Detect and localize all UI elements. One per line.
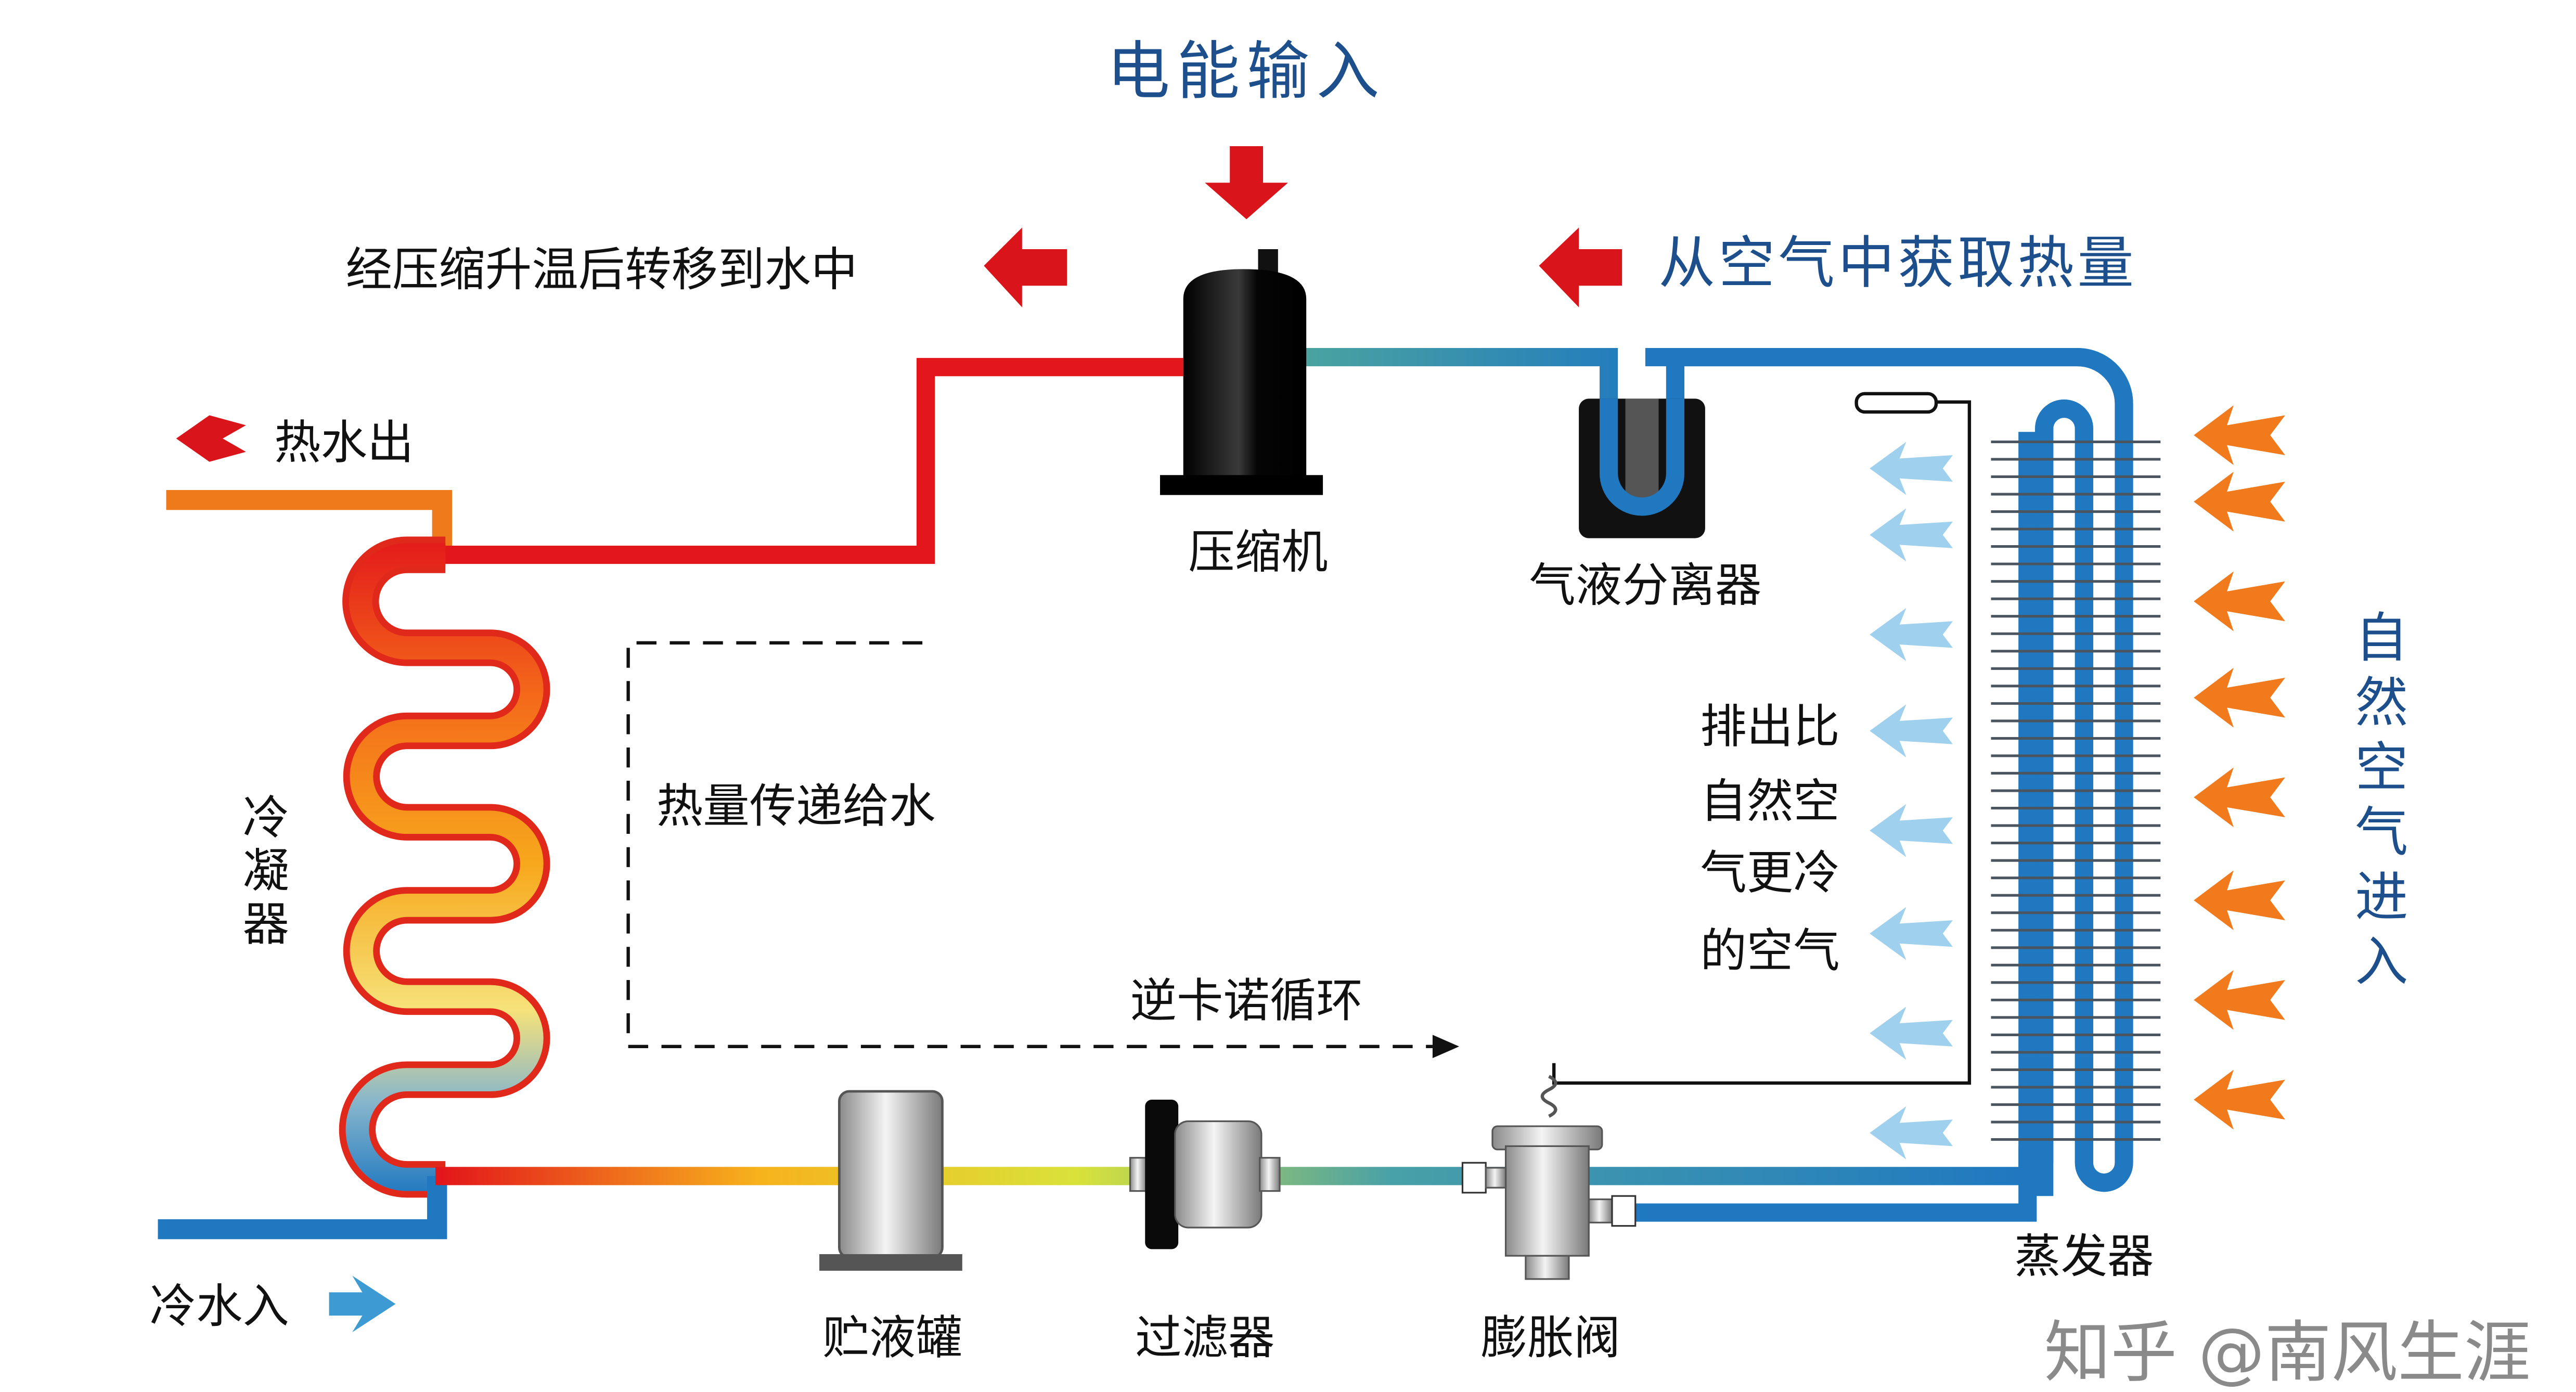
label-condenser: 凝 (242, 844, 289, 898)
filter (1129, 1099, 1281, 1249)
label-air-in: 然 (2355, 672, 2408, 734)
air-in-arrow-icon (2194, 970, 2285, 1030)
label-compress-to-water: 经压缩升温后转移到水中 (346, 243, 858, 297)
cold-air-arrow-icon (1870, 508, 1953, 562)
page-title: 电能输入 (1107, 34, 1386, 108)
cold-air-arrows (1870, 442, 1953, 1159)
air-in-arrow-icon (2194, 667, 2285, 728)
label-air-in: 气 (2355, 802, 2408, 863)
capillary-line (1552, 400, 1972, 1085)
arrow-down-icon (1205, 146, 1288, 220)
cold-air-arrow-icon (1870, 704, 1953, 758)
cold-air-arrow-icon (1870, 804, 1953, 857)
label-cold-water-in: 冷水入 (150, 1280, 289, 1334)
hot-water-arrow-icon (176, 415, 246, 462)
hot-water-pipe (166, 490, 452, 552)
label-air-in: 空 (2355, 737, 2408, 798)
label-cold-air-out: 的空气 (1700, 924, 1839, 978)
label-hot-water-out: 热水出 (274, 416, 414, 470)
suction-pipe-blue (1645, 348, 2133, 1196)
cold-water-pipe (158, 1176, 447, 1240)
suction-pipe (1304, 348, 2133, 1192)
liquid-line-blue (1620, 1146, 2037, 1222)
cold-water-arrow-icon (329, 1275, 396, 1333)
expansion-valve (1461, 1075, 1637, 1280)
label-receiver: 贮液罐 (822, 1311, 962, 1365)
cold-air-arrow-icon (1870, 442, 1953, 495)
air-in-arrow-icon (2194, 405, 2285, 466)
cycle-dashed-line (626, 641, 1433, 1048)
label-expansion-valve: 膨胀阀 (1481, 1311, 1620, 1365)
gas-liquid-separator (1579, 398, 1705, 538)
label-cold-air-out: 排出比 (1700, 700, 1839, 754)
cold-air-arrow-icon (1870, 1106, 1953, 1159)
hot-gas-pipe (435, 358, 1183, 564)
evaporator-fins (1991, 440, 2161, 1141)
air-in-arrows (2194, 405, 2285, 1130)
label-condenser: 器 (242, 897, 289, 951)
label-reverse-carnot: 逆卡诺循环 (1130, 974, 1363, 1028)
arrow-left-icon (1539, 227, 1622, 307)
label-condenser: 冷 (242, 791, 289, 845)
label-air-in: 入 (2355, 931, 2408, 993)
air-in-arrow-icon (2194, 471, 2285, 532)
condenser-coil (345, 543, 544, 1191)
arrow-right-icon (1432, 1035, 1460, 1059)
label-compressor: 压缩机 (1188, 525, 1328, 579)
cold-air-arrow-icon (1870, 608, 1953, 661)
compressor (1160, 249, 1323, 495)
air-in-arrow-icon (2194, 571, 2285, 631)
label-absorb-from-air: 从空气中获取热量 (1658, 230, 2137, 296)
label-cold-air-out: 自然空 (1700, 775, 1839, 829)
label-filter: 过滤器 (1135, 1311, 1274, 1365)
watermark: 知乎 @南风生涯 (2044, 1314, 2531, 1391)
label-heat-to-water: 热量传递给水 (656, 780, 936, 834)
liquid-receiver (819, 1090, 962, 1271)
label-air-in: 自 (2355, 607, 2408, 669)
label-air-in: 进 (2355, 867, 2408, 929)
label-cold-air-out: 气更冷 (1700, 846, 1839, 900)
air-in-arrow-icon (2194, 767, 2285, 828)
air-in-arrow-icon (2194, 870, 2285, 931)
cold-air-arrow-icon (1870, 1007, 1953, 1060)
label-evaporator: 蒸发器 (2014, 1230, 2154, 1284)
cold-air-arrow-icon (1870, 907, 1953, 960)
air-in-arrow-icon (2194, 1069, 2285, 1130)
sensor-bulb (1854, 392, 1938, 414)
label-separator: 气液分离器 (1529, 559, 1761, 613)
arrow-left-icon (984, 227, 1067, 307)
